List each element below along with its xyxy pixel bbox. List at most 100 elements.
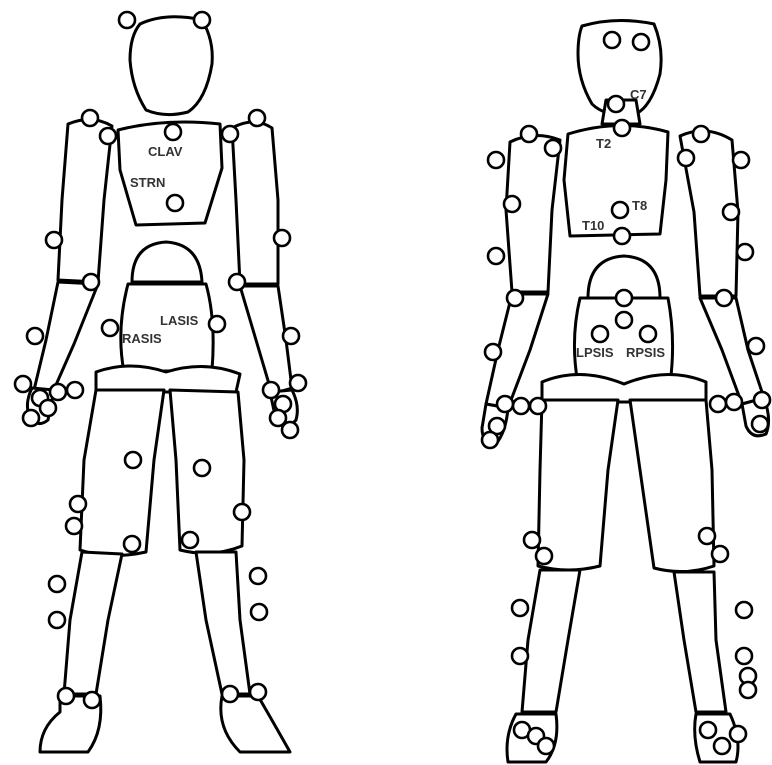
marker-20 [40, 400, 56, 416]
marker-3 [167, 195, 183, 211]
label-lpsis: LPSIS [576, 345, 614, 360]
back-torso [564, 125, 668, 236]
marker-78 [712, 546, 728, 562]
marker-45 [614, 120, 630, 136]
marker-81 [512, 648, 528, 664]
front-pelvis [121, 284, 213, 372]
marker-48 [545, 140, 561, 156]
label-t8: T8 [632, 198, 647, 213]
marker-15 [67, 382, 83, 398]
marker-58 [507, 290, 523, 306]
label-t2: T2 [596, 136, 611, 151]
marker-88 [700, 722, 716, 738]
marker-61 [748, 338, 764, 354]
marker-80 [736, 602, 752, 618]
marker-27 [125, 452, 141, 468]
back-thigh-right-side [630, 400, 714, 572]
label-t10: T10 [582, 218, 604, 233]
marker-75 [524, 532, 540, 548]
marker-54 [504, 196, 520, 212]
marker-52 [488, 152, 504, 168]
marker-21 [23, 410, 39, 426]
marker-90 [730, 726, 746, 742]
marker-49 [678, 150, 694, 166]
marker-8 [46, 232, 62, 248]
marker-67 [754, 392, 770, 408]
marker-31 [66, 518, 82, 534]
marker-79 [512, 600, 528, 616]
marker-42 [604, 32, 620, 48]
marker-17 [263, 382, 279, 398]
marker-40 [222, 686, 238, 702]
marker-73 [640, 326, 656, 342]
front-shin-right-side [196, 552, 250, 694]
marker-37 [49, 612, 65, 628]
marker-9 [274, 230, 290, 246]
marker-4 [82, 110, 98, 126]
marker-5 [249, 110, 265, 126]
marker-55 [723, 204, 739, 220]
back-upper-arm-left-side [506, 135, 560, 292]
marker-76 [699, 528, 715, 544]
marker-57 [737, 244, 753, 260]
marker-63 [513, 398, 529, 414]
marker-53 [733, 152, 749, 168]
front-abdomen [132, 242, 202, 282]
marker-60 [485, 344, 501, 360]
marker-7 [222, 126, 238, 142]
front-shin-left-side [64, 552, 122, 694]
marker-84 [740, 682, 756, 698]
back-thigh-left-side [538, 400, 618, 570]
marker-71 [616, 290, 632, 306]
marker-43 [633, 34, 649, 50]
marker-10 [83, 274, 99, 290]
label-strn: STRN [130, 175, 165, 190]
marker-62 [497, 396, 513, 412]
marker-2 [165, 124, 181, 140]
marker-29 [70, 496, 86, 512]
front-thigh-left-side [80, 390, 164, 556]
marker-89 [714, 738, 730, 754]
marker-82 [736, 648, 752, 664]
marker-77 [536, 548, 552, 564]
marker-64 [530, 398, 546, 414]
front-head [130, 17, 212, 115]
front-foot-right-side [221, 696, 290, 752]
marker-72 [592, 326, 608, 342]
marker-32 [124, 536, 140, 552]
marker-56 [488, 248, 504, 264]
label-c7: C7 [630, 87, 647, 102]
marker-41 [250, 684, 266, 700]
marker-87 [538, 738, 554, 754]
marker-70 [752, 416, 768, 432]
marker-39 [84, 692, 100, 708]
marker-74 [616, 312, 632, 328]
marker-44 [608, 96, 624, 112]
marker-50 [612, 202, 628, 218]
front-hip-band [96, 366, 240, 392]
label-rpsis: RPSIS [626, 345, 665, 360]
label-clav: CLAV [148, 144, 183, 159]
marker-38 [58, 688, 74, 704]
marker-13 [283, 328, 299, 344]
marker-11 [229, 274, 245, 290]
marker-18 [290, 375, 306, 391]
marker-26 [209, 316, 225, 332]
marker-12 [27, 328, 43, 344]
marker-25 [102, 320, 118, 336]
marker-30 [234, 504, 250, 520]
back-shin-right-side [674, 572, 726, 712]
marker-14 [15, 376, 31, 392]
marker-16 [50, 384, 66, 400]
marker-6 [100, 128, 116, 144]
marker-35 [49, 576, 65, 592]
marker-34 [250, 568, 266, 584]
marker-46 [521, 126, 537, 142]
label-lasis: LASIS [160, 313, 199, 328]
marker-47 [693, 126, 709, 142]
marker-36 [251, 604, 267, 620]
marker-66 [726, 394, 742, 410]
marker-69 [482, 432, 498, 448]
marker-0 [119, 12, 135, 28]
